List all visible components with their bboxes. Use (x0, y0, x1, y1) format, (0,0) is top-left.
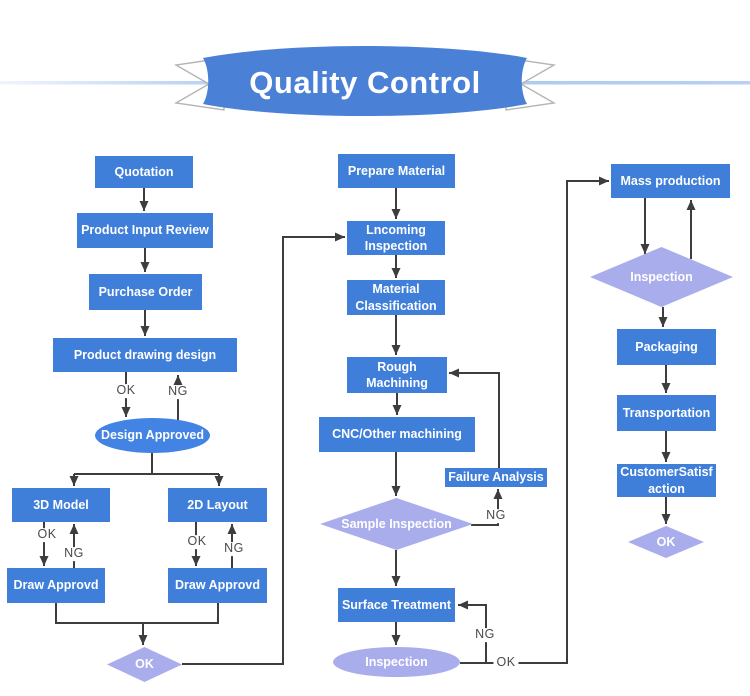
node-prepare-material: Prepare Material (338, 154, 455, 188)
node-draw-approvd-right: Draw Approvd (168, 568, 267, 603)
node-customer-satisfaction: CustomerSatisf action (617, 464, 716, 497)
edge-label-design-ng: NG (165, 384, 191, 399)
node-transportation: Transportation (617, 395, 716, 431)
node-quotation: Quotation (95, 156, 193, 188)
banner-title: Quality Control (249, 65, 480, 100)
node-lncoming-inspection: Lncoming Inspection (347, 221, 445, 255)
node-material-classification: Material Classification (347, 280, 445, 315)
node-3d-model: 3D Model (12, 488, 110, 522)
node-cnc-other-machining: CNC/Other machining (319, 417, 475, 452)
edge-label-design-ok: OK (113, 383, 139, 398)
node-purchase-order: Purchase Order (89, 274, 202, 310)
edge-label-final-ng: NG (472, 627, 498, 642)
edge-label-2dlayout-ng: NG (221, 541, 247, 556)
edge-label-3dmodel-ng: NG (61, 546, 87, 561)
node-rough-machining: Rough Machining (347, 357, 447, 393)
node-mass-production: Mass production (611, 164, 730, 198)
node-packaging: Packaging (617, 329, 716, 365)
edge-label-3dmodel-ok: OK (34, 527, 60, 542)
node-2d-layout: 2D Layout (168, 488, 267, 522)
node-product-drawing-design: Product drawing design (53, 338, 237, 372)
edge-label-2dlayout-ok: OK (184, 534, 210, 549)
node-design-approved: Design Approved (95, 418, 210, 453)
node-inspection-mid: Inspection (333, 647, 460, 677)
ribbon-body (203, 46, 527, 116)
edge-label-sample-ng: NG (483, 508, 509, 523)
node-surface-treatment: Surface Treatment (338, 588, 455, 622)
node-draw-approvd-left: Draw Approvd (7, 568, 105, 603)
banner-ribbon: Quality Control (0, 46, 750, 116)
node-product-input-review: Product Input Review (77, 213, 213, 248)
node-failure-analysis: Failure Analysis (445, 468, 547, 487)
edge-label-final-ok: OK (493, 655, 519, 670)
